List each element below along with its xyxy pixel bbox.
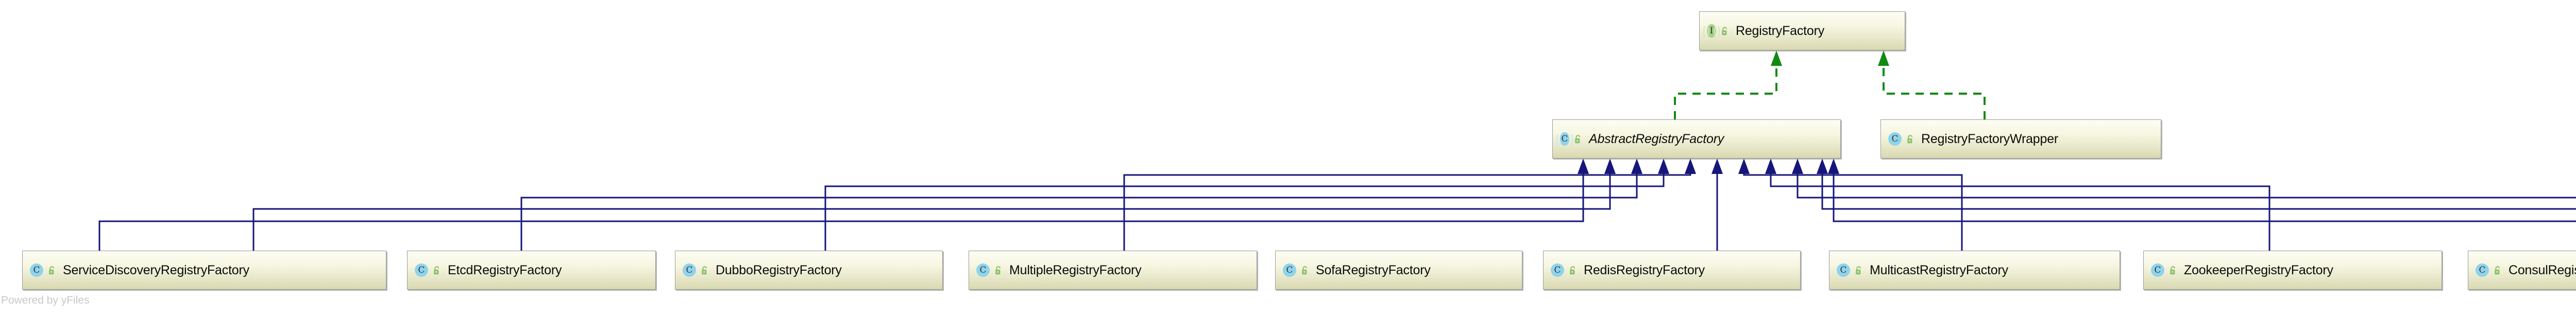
edge-arrowhead xyxy=(1817,158,1828,174)
uml-node-service-discovery-registry-factory[interactable]: C ServiceDiscoveryRegistryFactory xyxy=(22,251,386,290)
edge-arrowhead xyxy=(1792,158,1803,174)
public-unlock-icon xyxy=(2494,266,2502,275)
node-icon-group: C xyxy=(2476,263,2502,277)
node-label: AbstractRegistryFactory xyxy=(1589,131,1724,146)
edge-path xyxy=(520,174,1638,251)
node-label: ZookeeperRegistryFactory xyxy=(2184,262,2333,277)
node-label: RedisRegistryFactory xyxy=(1584,262,1705,277)
edge-path xyxy=(1821,174,2576,210)
node-label: MultipleRegistryFactory xyxy=(1009,262,1142,277)
node-icon-group: C xyxy=(683,263,709,277)
node-icon-group: I xyxy=(1703,24,1729,39)
public-unlock-icon xyxy=(1721,26,1729,36)
node-icon-group: C xyxy=(1283,263,1309,277)
inheritance-edge-multicast-registry-factory xyxy=(1738,158,1963,251)
edge-arrowhead xyxy=(1771,50,1782,66)
node-label: MulticastRegistryFactory xyxy=(1870,262,2008,277)
edge-arrowhead xyxy=(1604,158,1616,174)
realization-edge-abstract-registry-factory xyxy=(1674,50,1782,119)
class-badge-icon: C xyxy=(1837,263,1850,277)
node-label: RegistryFactoryWrapper xyxy=(1921,131,2059,146)
inheritance-edge-consul-registry-factory xyxy=(1792,158,2576,199)
edge-arrowhead xyxy=(1878,50,1889,66)
node-icon-group: C xyxy=(30,263,56,277)
inheritance-edge-sofa-registry-factory xyxy=(1123,158,1696,251)
edge-path xyxy=(1797,174,2576,199)
edge-arrowhead xyxy=(1828,158,1839,174)
edge-path xyxy=(1743,174,1963,251)
class-badge-icon: C xyxy=(2476,263,2489,277)
inheritance-edge-etcd-registry-factory xyxy=(252,158,1616,251)
inheritance-edge-service-discovery-registry-factory xyxy=(98,158,1589,251)
node-label: DubboRegistryFactory xyxy=(716,262,842,277)
public-unlock-icon xyxy=(1574,134,1582,144)
edge-path xyxy=(1674,66,1777,119)
node-label: EtcdRegistryFactory xyxy=(448,262,562,277)
uml-node-sofa-registry-factory[interactable]: C SofaRegistryFactory xyxy=(1275,251,1522,290)
class-badge-icon: C xyxy=(683,263,696,277)
uml-node-consul-registry-factory[interactable]: C ConsulRegistryFactory xyxy=(2468,251,2576,290)
interface-badge-icon: I xyxy=(1703,24,1720,39)
class-badge-icon: C xyxy=(1888,132,1902,146)
node-icon-group: C xyxy=(2151,263,2177,277)
node-icon-group: C xyxy=(1551,263,1577,277)
edge-arrowhead xyxy=(1711,158,1723,174)
edge-arrowhead xyxy=(1578,158,1589,174)
uml-node-abstract-registry-factory[interactable]: C AbstractRegistryFactory xyxy=(1552,119,1841,158)
edge-path xyxy=(1883,66,1986,119)
class-badge-icon: C xyxy=(976,263,990,277)
uml-node-multiple-registry-factory[interactable]: C MultipleRegistryFactory xyxy=(969,251,1257,290)
public-unlock-icon xyxy=(1906,134,1914,144)
node-label: ServiceDiscoveryRegistryFactory xyxy=(63,262,249,277)
edge-path xyxy=(98,174,1584,251)
edge-arrowhead xyxy=(1765,158,1776,174)
uml-node-zookeeper-registry-factory[interactable]: C ZookeeperRegistryFactory xyxy=(2143,251,2442,290)
public-unlock-icon xyxy=(2169,266,2177,275)
node-icon-group: C xyxy=(1888,132,1914,146)
edge-arrowhead xyxy=(1658,158,1669,174)
class-badge-icon: C xyxy=(1283,263,1296,277)
class-badge-icon: C xyxy=(30,263,43,277)
edge-path xyxy=(1770,174,2270,251)
class-badge-icon: C xyxy=(1551,263,1564,277)
class-badge-icon: C xyxy=(2151,263,2164,277)
public-unlock-icon xyxy=(48,266,56,275)
inheritance-edge-redis-registry-factory xyxy=(1711,158,1723,251)
edge-path xyxy=(252,174,1611,251)
node-icon-group: C xyxy=(1837,263,1863,277)
class-badge-icon: C xyxy=(415,263,428,277)
uml-node-registry-factory-wrapper[interactable]: C RegistryFactoryWrapper xyxy=(1880,119,2161,158)
inheritance-edge-dubbo-registry-factory xyxy=(520,158,1642,251)
edge-path xyxy=(1123,174,1691,251)
public-unlock-icon xyxy=(433,266,441,275)
uml-node-registry-factory[interactable]: I RegistryFactory xyxy=(1699,11,1905,50)
inheritance-edge-zookeeper-registry-factory xyxy=(1765,158,2270,251)
public-unlock-icon xyxy=(1301,266,1309,275)
public-unlock-icon xyxy=(701,266,709,275)
inheritance-edge-multiple-registry-factory xyxy=(824,158,1669,251)
node-label: RegistryFactory xyxy=(1736,23,1825,38)
node-icon-group: C xyxy=(976,263,1003,277)
edge-arrowhead xyxy=(1685,158,1696,174)
edge-path xyxy=(824,174,1665,251)
edge-arrowhead xyxy=(1738,158,1750,174)
node-icon-group: C xyxy=(415,263,441,277)
uml-node-multicast-registry-factory[interactable]: C MulticastRegistryFactory xyxy=(1829,251,2120,290)
realization-edge-registry-factory-wrapper xyxy=(1878,50,1986,119)
inheritance-edge-abstract-registry-factory-deprecated xyxy=(1817,158,2576,210)
class-badge-icon: C xyxy=(1556,132,1573,147)
edge-arrowhead xyxy=(1631,158,1642,174)
public-unlock-icon xyxy=(1855,266,1863,275)
uml-node-dubbo-registry-factory[interactable]: C DubboRegistryFactory xyxy=(675,251,943,290)
yfiles-credit-text: Powered by yFiles xyxy=(1,294,90,306)
node-label: SofaRegistryFactory xyxy=(1316,262,1431,277)
uml-node-redis-registry-factory[interactable]: C RedisRegistryFactory xyxy=(1543,251,1801,290)
inheritance-edge-nacos-registry-factory xyxy=(1828,158,2576,222)
edge-path xyxy=(1833,174,2576,222)
node-label: ConsulRegistryFactory xyxy=(2509,262,2576,277)
uml-node-etcd-registry-factory[interactable]: C EtcdRegistryFactory xyxy=(407,251,656,290)
public-unlock-icon xyxy=(1569,266,1577,275)
public-unlock-icon xyxy=(994,266,1003,275)
node-icon-group: C xyxy=(1556,132,1582,147)
